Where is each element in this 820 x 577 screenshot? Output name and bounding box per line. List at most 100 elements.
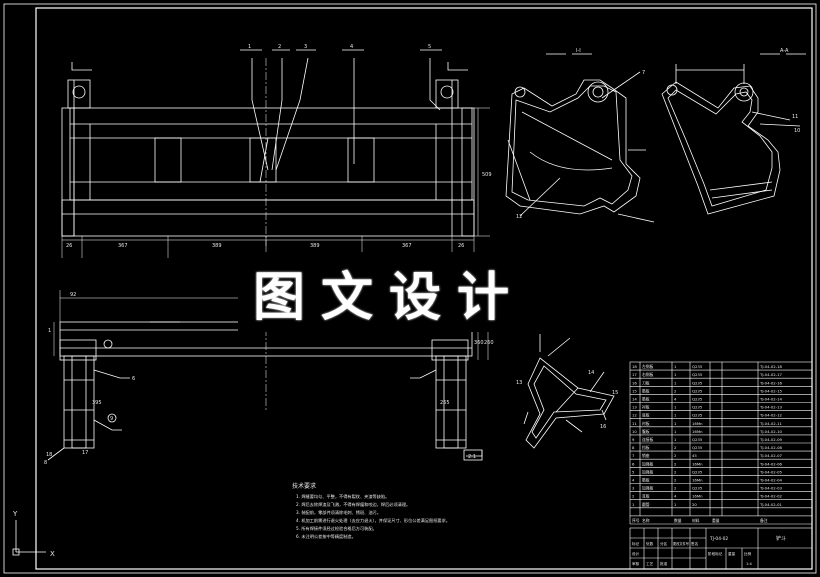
bom-cell: 12 bbox=[632, 413, 637, 418]
tb-part-name: 铲斗 bbox=[776, 535, 786, 542]
bom-cell: 20 bbox=[692, 502, 697, 507]
bom-cell: 15 bbox=[632, 388, 637, 393]
bom-cell: 1 bbox=[674, 429, 677, 434]
part-balloons: 1 2 3 4 5 6 7 8 9 10 11 12 13 14 15 16 1… bbox=[44, 44, 800, 466]
bom-cell: 3 bbox=[632, 486, 635, 491]
tech-req-line-4: 4. 机加工前需进行退火处理（去应力退火），并保证尺寸、形位公差满足图纸要求。 bbox=[296, 517, 450, 524]
bom-cell: Q235 bbox=[692, 388, 703, 393]
bom-cell: 圆管 bbox=[642, 502, 650, 507]
bom-header: 备注 bbox=[760, 518, 768, 523]
bom-cell: 8 bbox=[632, 445, 635, 450]
tech-req-line-5: 5. 所有焊接件须经过检验合格后方可装配。 bbox=[296, 525, 377, 532]
balloon-9: 9 bbox=[110, 416, 113, 422]
tb-label-mark: 标记 bbox=[632, 541, 640, 546]
tech-req-line-2: 2. 焊后去除焊渣及飞溅，不得有焊瘤和咬边，焊后必须清理。 bbox=[296, 501, 410, 508]
tb-label-count: 处数 bbox=[646, 541, 654, 546]
balloon-17: 17 bbox=[82, 450, 88, 456]
tb-label-sign: 签名 bbox=[691, 541, 699, 546]
dim-side-1: 92 bbox=[70, 292, 76, 298]
front-view bbox=[61, 49, 490, 258]
dim-side-5: 395 bbox=[92, 400, 102, 406]
dim-side-2: 1 bbox=[48, 328, 51, 334]
tb-label-review: 审核 bbox=[632, 561, 640, 566]
bom-cell: 右侧板 bbox=[642, 372, 654, 377]
bom-cell: 16Mn bbox=[692, 421, 703, 426]
bom-cell: 筋板 bbox=[642, 388, 650, 393]
detail-view bbox=[523, 334, 615, 449]
bom-cell: TJ-04-02-17 bbox=[759, 372, 782, 377]
tech-req-line-3: 3. 装配前，零部件须清除毛刺、锈斑、油污。 bbox=[296, 509, 381, 516]
bom-cell: TJ-04-02-06 bbox=[759, 461, 782, 466]
detail-scale-label: 2:1 bbox=[468, 454, 476, 460]
tb-label-approve: 批准 bbox=[660, 561, 668, 566]
bom-cell: Q235 bbox=[692, 445, 703, 450]
bom-cell: Q235 bbox=[692, 413, 703, 418]
section-view-1 bbox=[505, 53, 655, 223]
bom-cell: 筋板 bbox=[642, 397, 650, 402]
bom-header: 数量 bbox=[674, 518, 682, 523]
bom-cell: 2 bbox=[674, 461, 677, 466]
tb-label-scale: 比例 bbox=[744, 551, 752, 556]
balloon-15: 15 bbox=[612, 390, 618, 396]
bom-cell: 4 bbox=[674, 494, 677, 499]
bom-cell: 2 bbox=[674, 388, 677, 393]
bom-cell: 2 bbox=[674, 478, 677, 483]
tb-drawing-no: TJ-04-02 bbox=[709, 536, 728, 542]
bom-header: 材料 bbox=[692, 518, 700, 523]
bom-cell: 加强板 bbox=[642, 461, 654, 466]
bom-cell: 16 bbox=[632, 380, 637, 385]
bom-cell: Q235 bbox=[692, 469, 703, 474]
bom-cell: TJ-04-02-05 bbox=[759, 469, 782, 474]
bom-cell: 1 bbox=[674, 405, 677, 410]
bom-cell: 加强板 bbox=[642, 469, 654, 474]
dim-side-3: 360 bbox=[474, 340, 484, 346]
tb-label-design: 设计 bbox=[632, 551, 640, 556]
dim-front-1: 26 bbox=[66, 243, 72, 249]
bom-cell: 销座 bbox=[642, 453, 650, 458]
dim-side-4: 260 bbox=[484, 340, 494, 346]
bom-cell: TJ-04-02-08 bbox=[759, 445, 782, 450]
balloon-7: 7 bbox=[642, 70, 645, 76]
tb-label-weight: 重量 bbox=[728, 551, 736, 556]
tech-req-line-6: 6. 未注明公差按中等精度制造。 bbox=[296, 533, 356, 540]
bom-cell: 1 bbox=[674, 380, 677, 385]
bom-cell: 2 bbox=[674, 486, 677, 491]
tech-req-line-1: 1. 焊缝要均匀、平整，不得有裂纹、夹渣等缺陷。 bbox=[296, 493, 389, 500]
bom-cell: 衬板 bbox=[642, 405, 650, 410]
title-block bbox=[629, 527, 813, 570]
bom-cell: 挡板 bbox=[642, 445, 650, 450]
ucs-x-label: X bbox=[50, 550, 55, 558]
bom-cell: 加强板 bbox=[642, 486, 654, 491]
bom-cell: 底板 bbox=[642, 413, 650, 418]
bom-cell: 17 bbox=[632, 372, 637, 377]
bom-cell: TJ-04-02-09 bbox=[759, 437, 782, 442]
bom-cell: TJ-04-02-11 bbox=[759, 421, 782, 426]
tb-label-zone: 分区 bbox=[660, 541, 668, 546]
bom-cell: TJ-04-02-18 bbox=[759, 364, 782, 369]
bom-cell: TJ-04-02-03 bbox=[759, 486, 782, 491]
dim-front-5: 367 bbox=[402, 243, 412, 249]
balloon-5: 5 bbox=[428, 44, 431, 50]
bom-cell: 1 bbox=[674, 413, 677, 418]
bom-cell: Q235 bbox=[692, 397, 703, 402]
bom-cell: Q235 bbox=[692, 372, 703, 377]
bom-cell: 刀板 bbox=[642, 380, 650, 385]
balloon-8: 8 bbox=[44, 460, 47, 466]
bom-cell: 16Mn bbox=[692, 429, 703, 434]
bom-cell: TJ-04-02-01 bbox=[759, 502, 782, 507]
balloon-2: 2 bbox=[278, 44, 281, 50]
section-view-2 bbox=[661, 53, 806, 215]
bom-cell: 2 bbox=[674, 445, 677, 450]
balloon-16: 16 bbox=[600, 424, 606, 430]
bom-header: 序号 bbox=[632, 518, 640, 523]
bom-cell: TJ-04-02-13 bbox=[759, 405, 782, 410]
bom-cell: 10 bbox=[632, 429, 637, 434]
balloon-12: 12 bbox=[516, 214, 522, 220]
dim-front-7: 509 bbox=[482, 172, 492, 178]
watermark-banner: 图文设计 bbox=[238, 252, 540, 332]
bom-header: 名称 bbox=[642, 518, 650, 523]
bom-cell: 13 bbox=[632, 405, 637, 410]
bom-cell: 1 bbox=[674, 372, 677, 377]
bom-cell: 16Mn bbox=[692, 461, 703, 466]
tb-label-process: 工艺 bbox=[646, 561, 654, 566]
